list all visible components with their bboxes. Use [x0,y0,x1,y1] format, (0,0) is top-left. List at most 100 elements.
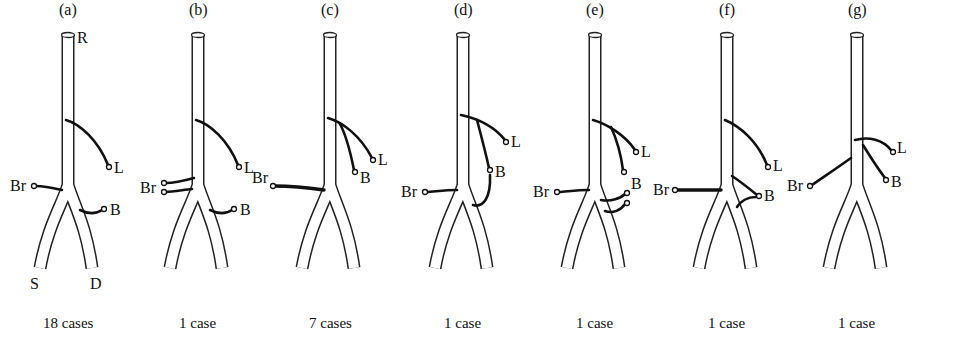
vessel-label: L [511,134,521,150]
vessel-label: S [30,276,39,292]
vessel-line [102,207,107,212]
vessel-line [166,178,194,183]
vessel-tree [423,33,509,269]
vessel-line [567,35,619,268]
vessel-line [605,204,625,212]
vessel-line [40,35,92,268]
vessel-line [611,127,623,170]
vessel-line [601,194,625,201]
vessel-line [567,35,619,268]
panel-letter: (c) [321,2,339,18]
vessel-line [302,35,354,268]
vessel-line [725,120,767,165]
vessel-line [673,188,678,193]
vessel-label: Br [401,184,417,200]
case-count: 1 case [444,316,481,331]
vessel-line [766,165,771,170]
vessel-line [423,190,428,195]
vessel-line [622,170,627,175]
case-count: 18 cases [43,316,93,331]
vessel-label: B [360,170,371,186]
vessel-label: B [891,174,902,190]
vessel-line [271,184,276,189]
vessel-line [812,158,851,185]
case-count: 1 case [838,316,875,331]
vessel-line [170,35,222,268]
vessel-line [210,210,232,213]
vessel-line [625,191,630,196]
vessel-line [504,140,509,145]
vessel-label: L [378,152,388,168]
vessel-line [162,190,167,195]
vessel-tree [271,33,376,269]
panel-letter: (f) [719,2,735,18]
vessel-line [589,33,602,38]
panel-letter: (g) [848,2,867,18]
case-count: 1 case [179,316,216,331]
vessel-label: D [90,276,102,292]
vessel-line [757,194,762,199]
vessel-line [829,35,881,268]
case-count: 1 case [708,316,745,331]
vessel-tree [32,33,112,269]
vessel-line [855,138,891,150]
vessel-label: B [764,188,775,204]
case-count: 7 cases [309,316,352,331]
vessel-line [461,115,505,140]
vessel-line [737,197,756,207]
vessel-label: L [114,160,124,176]
vessel-line [166,189,192,192]
vessel-line [555,190,560,195]
vessel-line [62,33,75,38]
vessel-line [559,190,589,192]
vessel-line [196,120,238,165]
vessel-line [457,33,470,38]
vessel-label: B [631,176,642,192]
vessel-label: Br [653,182,669,198]
vessel-line [302,35,354,268]
vessel-line [477,120,489,168]
vessel-label: Br [140,180,156,196]
vessel-line [32,184,37,189]
vessel-line [427,190,457,192]
vessel-line [699,35,751,268]
vessel-line [237,165,242,170]
vessel-tree [808,33,896,269]
vessel-line [677,188,721,191]
vessel-line [192,33,205,38]
vessel-line [40,35,92,268]
vessel-line [863,145,885,178]
vessel-line [473,175,490,206]
vessel-line [488,168,493,173]
vessel-line [891,150,896,155]
vessel-line [324,33,337,38]
vessel-line [232,207,237,212]
vessel-line [808,184,813,189]
vessel-tree [162,33,242,269]
vessel-line [162,181,167,186]
vessel-tree [673,33,771,269]
vessel-line [353,170,358,175]
vessel-line [884,178,889,183]
vessel-label: L [641,144,651,160]
vessel-line [371,158,376,163]
vessel-label: L [897,140,907,156]
vessel-line [732,176,757,195]
vessel-line [851,33,864,38]
vessel-label: Br [787,178,803,194]
vessel-label: Br [10,178,26,194]
vessel-line [634,150,639,155]
vessel-line [721,33,734,38]
vessel-line [170,35,222,268]
panel-letter: (a) [59,2,77,18]
vessel-label: B [240,202,251,218]
vessel-line [625,201,630,206]
vessel-line [66,120,108,165]
vessel-label: L [773,158,783,174]
panel-letter: (d) [454,2,473,18]
vessel-label: R [77,30,88,46]
vessel-line [107,165,112,170]
panel-letter: (e) [586,2,604,18]
vessel-label: B [110,202,121,218]
